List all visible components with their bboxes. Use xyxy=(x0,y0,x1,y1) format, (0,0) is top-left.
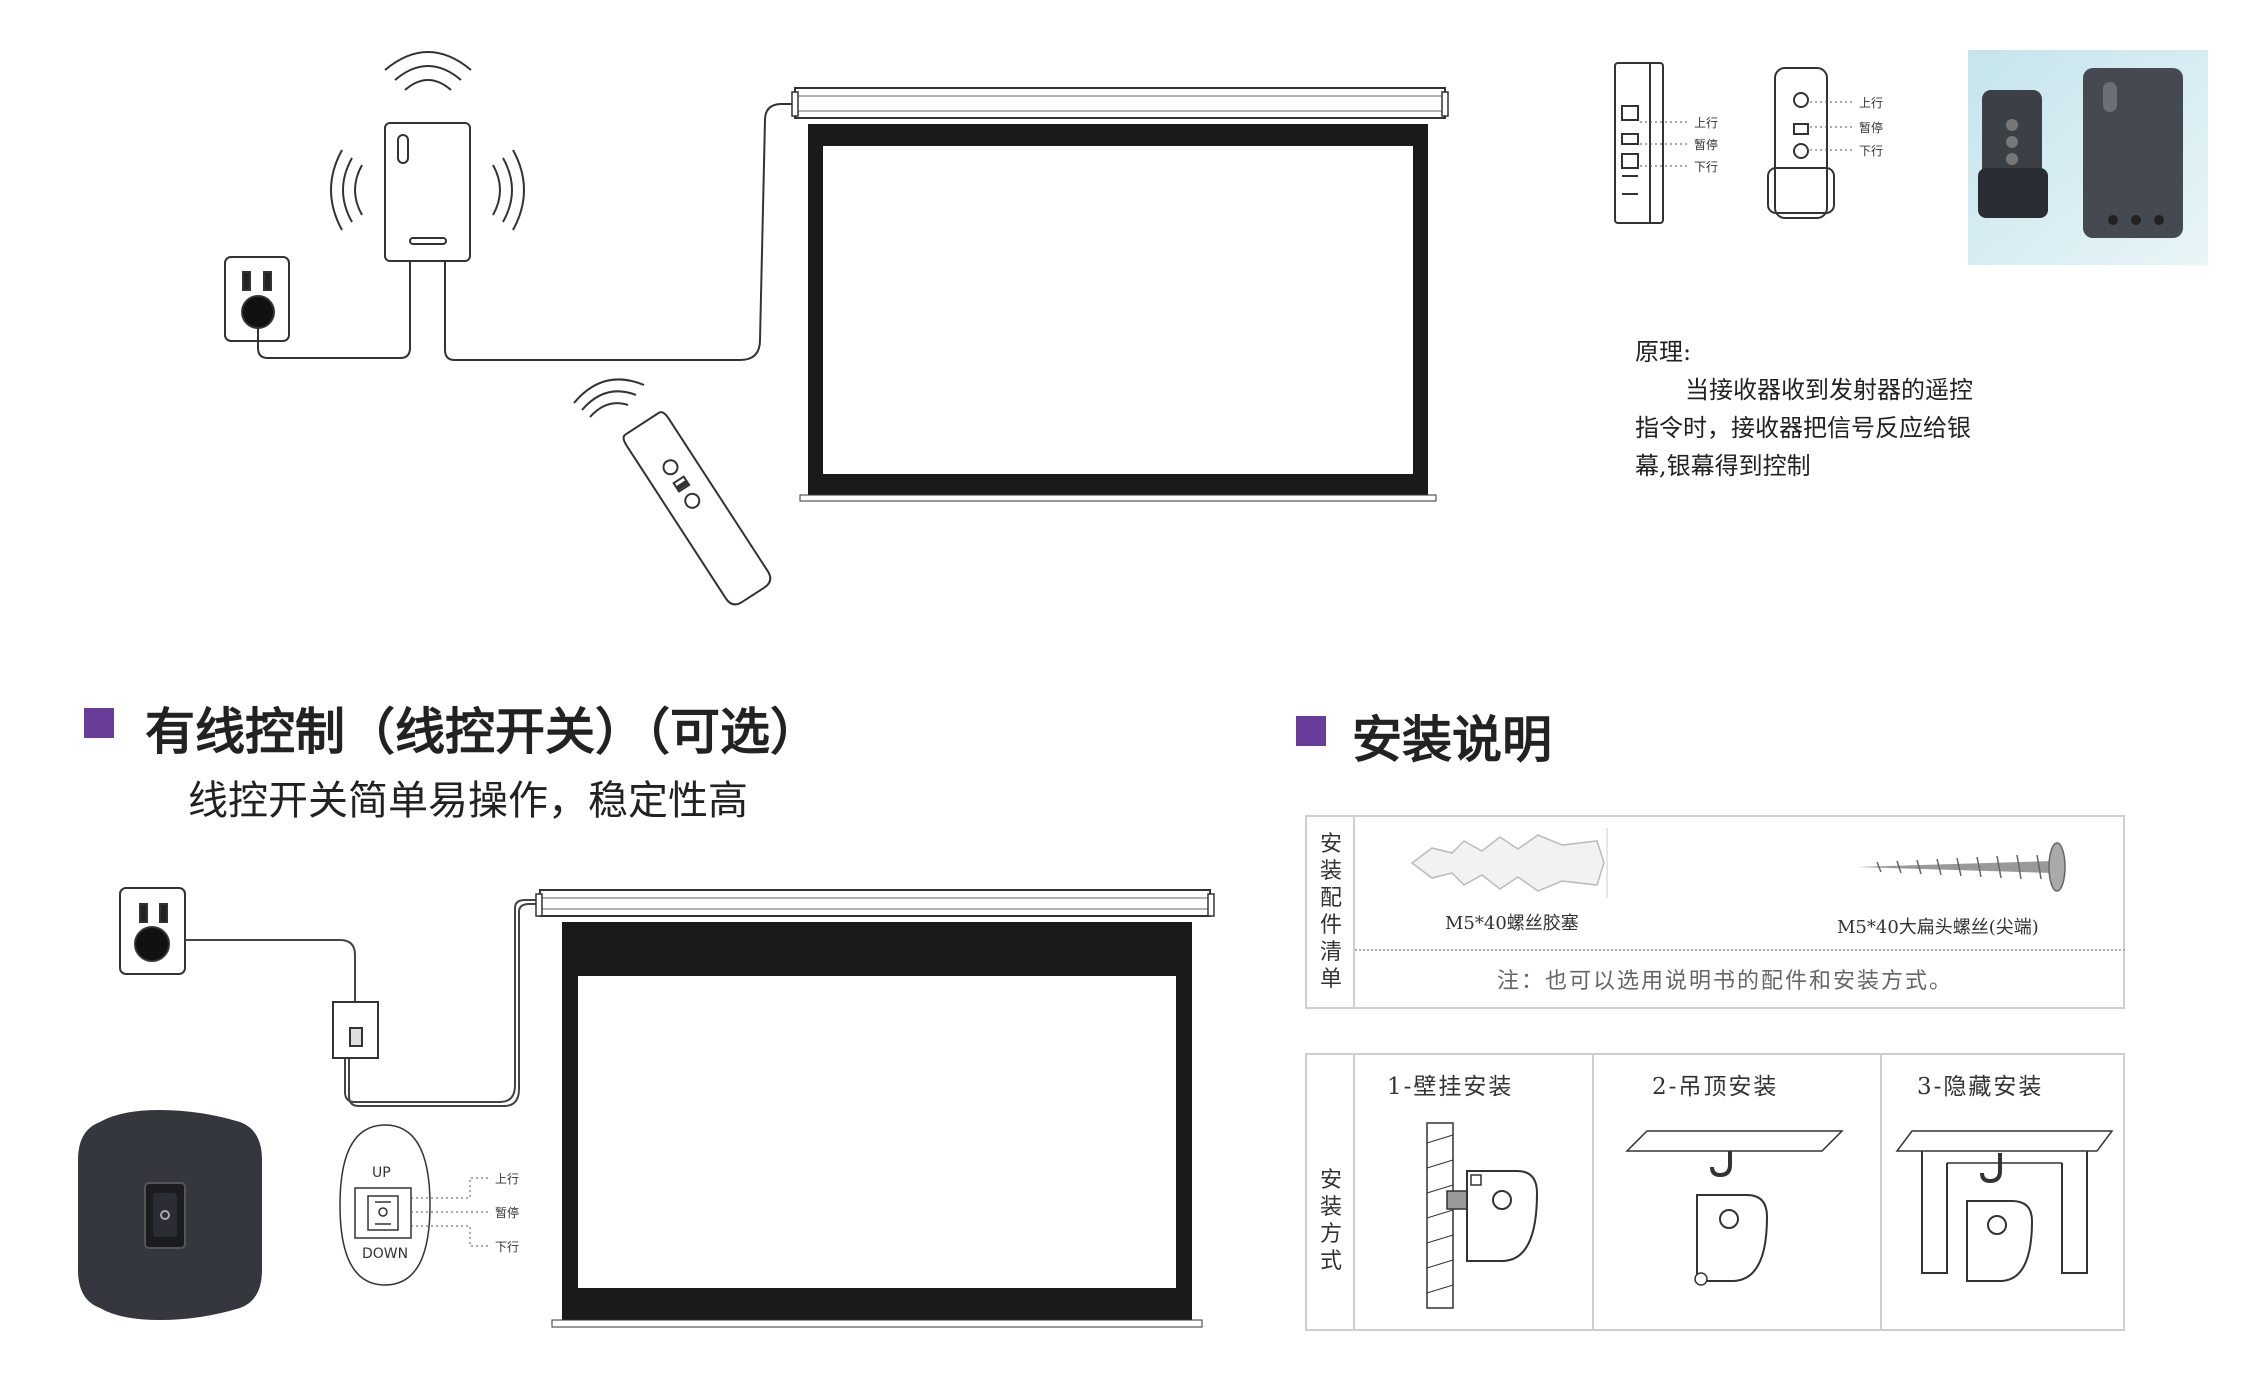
principle-line-2: 指令时，接收器把信号反应给银 xyxy=(1635,414,1971,442)
methods-col-divider-1 xyxy=(1592,1055,1594,1329)
remote-front-label-up: 上行 xyxy=(1859,96,1884,110)
wired-cable-lines xyxy=(185,899,540,1107)
accessories-dotted-divider xyxy=(1355,949,2125,951)
remote-side-drawing xyxy=(1614,62,1855,224)
principle-heading: 原理: xyxy=(1635,338,1692,366)
install-section-title: 安装说明 xyxy=(1352,711,1552,769)
wired-label-up: 上行 xyxy=(495,1172,520,1186)
methods-col-divider-2 xyxy=(1880,1055,1882,1329)
wired-label-down: 下行 xyxy=(495,1240,520,1254)
wired-illustration xyxy=(78,887,1215,1328)
remote-front-label-down: 下行 xyxy=(1859,144,1884,158)
wireless-illustration xyxy=(224,51,1449,606)
hidden-mount-icon xyxy=(1895,1130,2114,1282)
principle-text: 原理: 当接收器收到发射器的遥控 指令时，接收器把信号反应给银 幕,银幕得到控制 xyxy=(1635,333,2075,485)
principle-line-3: 幕,银幕得到控制 xyxy=(1635,452,1811,480)
remote-product-photo xyxy=(1968,50,2208,265)
wired-label-pause: 暂停 xyxy=(495,1206,520,1220)
flat-head-screw-icon xyxy=(1857,842,2066,892)
accessories-box: 安装配件清单 M5*40螺丝胶塞 M5*40大扁头螺丝(尖端) 注：也可以选用说… xyxy=(1305,815,2125,1009)
remote-side-label-pause: 暂停 xyxy=(1694,138,1719,152)
install-title-bullet xyxy=(1296,716,1326,746)
rocker-switch-photo-icon xyxy=(78,1110,262,1320)
principle-line-1: 当接收器收到发射器的遥控 xyxy=(1685,376,1973,404)
methods-label: 安装方式 xyxy=(1319,1168,1342,1274)
wall-plug-icon xyxy=(1392,823,1632,903)
remote-signal-icon xyxy=(573,378,645,418)
switch-diagram-icon xyxy=(339,1124,431,1286)
method-3-name: 3-隐藏安装 xyxy=(1917,1074,2044,1100)
wired-section-subtitle: 线控开关简单易操作，稳定性高 xyxy=(188,778,748,824)
remote-front-label-pause: 暂停 xyxy=(1859,121,1884,135)
projector-screen-icon xyxy=(791,87,1449,502)
wired-section-title: 有线控制（线控开关）（可选） xyxy=(145,703,820,761)
wall-mount-icon xyxy=(1426,1122,1539,1309)
switch-up-label: UP xyxy=(372,1165,391,1181)
wired-projector-screen-icon xyxy=(535,889,1215,1328)
receiver-icon xyxy=(330,51,525,262)
accessories-note: 注：也可以选用说明书的配件和安装方式。 xyxy=(1497,969,1954,994)
remote-side-label-down: 下行 xyxy=(1694,160,1719,174)
accessory-1-name: M5*40螺丝胶塞 xyxy=(1445,913,1579,934)
remote-control-icon xyxy=(622,411,772,606)
method-2-name: 2-吊顶安装 xyxy=(1652,1074,1779,1100)
remote-side-label-up: 上行 xyxy=(1694,116,1719,130)
cable-lines xyxy=(257,103,795,361)
accessory-2-name: M5*40大扁头螺丝(尖端) xyxy=(1837,917,2039,938)
wired-title-bullet xyxy=(84,708,114,738)
switch-diagram-leader-lines xyxy=(411,1177,490,1247)
wired-outlet-icon xyxy=(119,887,186,975)
ceiling-mount-icon xyxy=(1625,1130,1844,1286)
method-1-name: 1-壁挂安装 xyxy=(1387,1074,1514,1100)
methods-divider xyxy=(1353,1055,1355,1329)
accessories-divider xyxy=(1353,817,1355,1007)
methods-box: 安装方式 1-壁挂安装 2-吊顶安装 3-隐藏安装 xyxy=(1305,1053,2125,1331)
switch-down-label: DOWN xyxy=(362,1246,409,1262)
inline-switch-icon xyxy=(332,1001,379,1059)
accessories-label: 安装配件清单 xyxy=(1319,832,1342,992)
